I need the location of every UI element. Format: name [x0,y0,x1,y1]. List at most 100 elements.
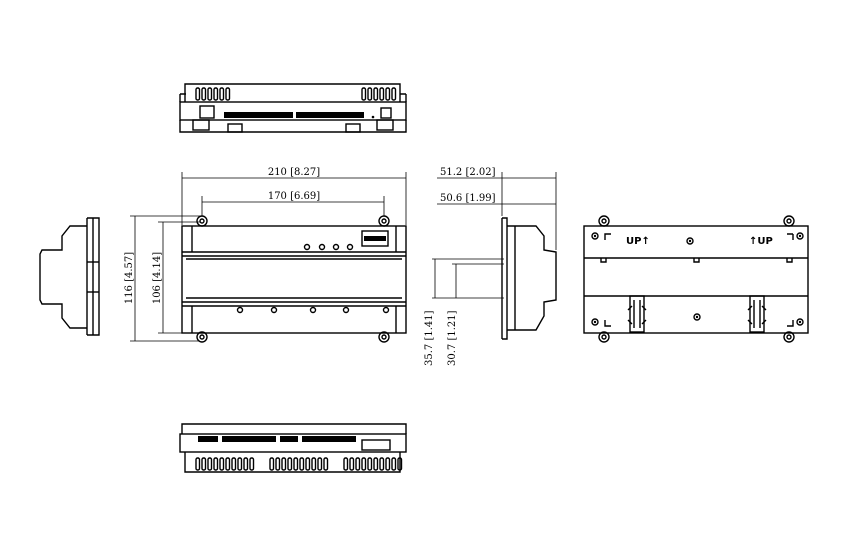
vent-slot [293,457,299,471]
vent-slot [367,457,373,471]
vent-slot [299,457,305,471]
dim-depth-total: 51.2 [2.02] [440,167,496,178]
vent-slot [373,87,379,101]
screw-hole [601,334,607,340]
dim-depth-body: 50.6 [1.99] [440,193,496,204]
led-indicator [382,306,390,314]
right-side-view: 51.2 [2.02] 50.6 [1.99] 35.7 [1.41] 30.7… [424,167,557,366]
vent-slot [269,457,275,471]
din-rail-clip [749,295,765,333]
mounting-ear [196,331,208,343]
screw-center [688,239,692,243]
dim-height-mount: 106 [4.14] [152,252,163,304]
vent-slot [323,457,329,471]
rear-view: UP↑ ↑UP [583,215,809,343]
up-label-right: ↑UP [749,236,773,247]
screw-center [695,315,699,319]
led-indicator [346,243,354,251]
vent-slot [249,457,255,471]
up-label-left: UP↑ [626,236,650,247]
vent-slot [391,457,397,471]
vent-slot [367,87,373,101]
vent-slot [287,457,293,471]
dim-height-total: 116 [4.57] [124,252,135,304]
clip-detail [747,300,767,328]
vent-slot [317,457,323,471]
vent-slot [397,457,403,471]
mounting-ear [598,331,610,343]
left-side-view [39,217,100,336]
front-view [181,215,407,343]
screw-center [798,234,802,238]
mounting-ear [783,215,795,227]
vent-slot [195,457,201,471]
led-indicator [332,243,340,251]
vent-slot [231,457,237,471]
vent-slot [201,87,207,101]
vent-slot [361,457,367,471]
vent-slot [225,457,231,471]
screw-hole [199,334,205,340]
vent-slot [391,87,397,101]
led-indicator [270,306,278,314]
screw-center [593,320,597,324]
mounting-ear [598,215,610,227]
vent-slot [219,87,225,101]
vent-slot [311,457,317,471]
vent-slot [305,457,311,471]
screw-hole [786,334,792,340]
vent-slot [379,87,385,101]
screw [796,318,804,326]
top-view [179,83,407,133]
mounting-ear [378,331,390,343]
dim-rail-outer: 35.7 [1.41] [424,310,435,366]
mounting-ear [196,215,208,227]
led-indicator [236,306,244,314]
led-indicator [303,243,311,251]
vent-slot [201,457,207,471]
vent-slot [281,457,287,471]
vent-slot [207,457,213,471]
vent-slot [237,457,243,471]
led-indicator [309,306,317,314]
vent-slot [207,87,213,101]
vent-slot [385,457,391,471]
led-indicator [318,243,326,251]
screw [686,237,694,245]
dim-width-total: 210 [8.27] [268,167,320,178]
screw [693,313,701,321]
vent-slot [343,457,349,471]
screw [591,232,599,240]
led-indicator [342,306,350,314]
vent-slot [349,457,355,471]
mounting-ear [783,331,795,343]
vent-slot [219,457,225,471]
vent-slot [373,457,379,471]
vent-slot [361,87,367,101]
screw-hole [381,218,387,224]
front-dimensions: 210 [8.27] 170 [6.69] 116 [4.57] 106 [4.… [124,167,407,342]
vent-slot [355,457,361,471]
screw-hole [199,218,205,224]
vent-slot [385,87,391,101]
screw-center [593,234,597,238]
screw-hole [381,334,387,340]
vent-slot [195,87,201,101]
bottom-view [179,423,407,473]
vent-slot [275,457,281,471]
clip-detail [627,300,647,328]
screw [591,318,599,326]
vent-slot [243,457,249,471]
mounting-ear [378,215,390,227]
vent-slot [379,457,385,471]
vent-slot [213,87,219,101]
screw-center [798,320,802,324]
vent-slot [213,457,219,471]
screw-hole [786,218,792,224]
dim-width-mount: 170 [6.69] [268,191,320,202]
screw-hole [601,218,607,224]
dim-rail-inner: 30.7 [1.21] [447,310,458,366]
vent-slot [225,87,231,101]
screw [796,232,804,240]
